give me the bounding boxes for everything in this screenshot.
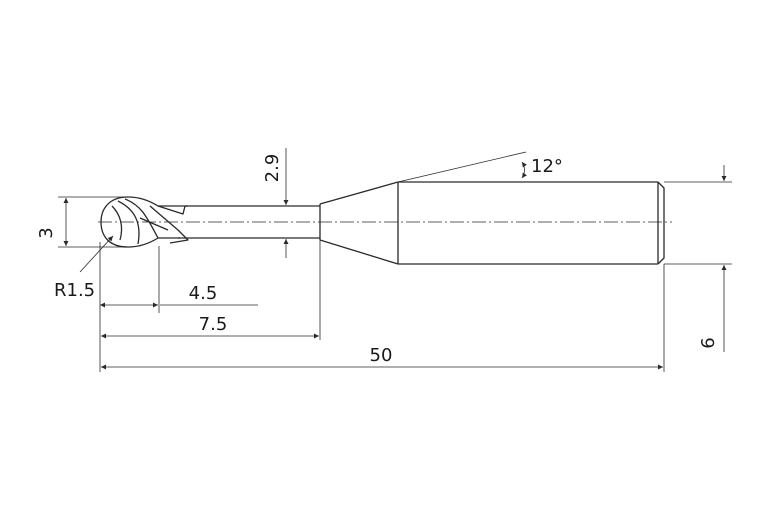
dim-overall-length: 50	[101, 345, 663, 370]
dim-neck-length: 7.5	[101, 314, 319, 339]
dim-neck-diameter: 2.9	[262, 148, 289, 258]
dim-flute-length: 4.5	[100, 283, 258, 308]
label-shank-diameter: 6	[698, 337, 719, 348]
dim-ball-diameter: 3	[36, 196, 128, 248]
taper	[319, 181, 399, 265]
label-flute-length: 4.5	[189, 283, 218, 304]
label-ball-diameter: 3	[36, 227, 57, 238]
dim-shank-diameter: 6	[664, 165, 732, 352]
dim-taper-angle: 12°	[397, 151, 563, 183]
label-ball-radius: R1.5	[54, 280, 95, 301]
shank	[397, 181, 665, 265]
label-taper-angle: 12°	[531, 156, 563, 177]
ball-nose-head	[100, 196, 189, 248]
label-neck-length: 7.5	[199, 314, 228, 335]
label-overall-length: 50	[370, 345, 393, 366]
neck	[178, 204, 321, 240]
tool-body	[98, 181, 672, 265]
dim-ball-radius: R1.5	[54, 235, 114, 301]
label-neck-diameter: 2.9	[262, 154, 283, 183]
